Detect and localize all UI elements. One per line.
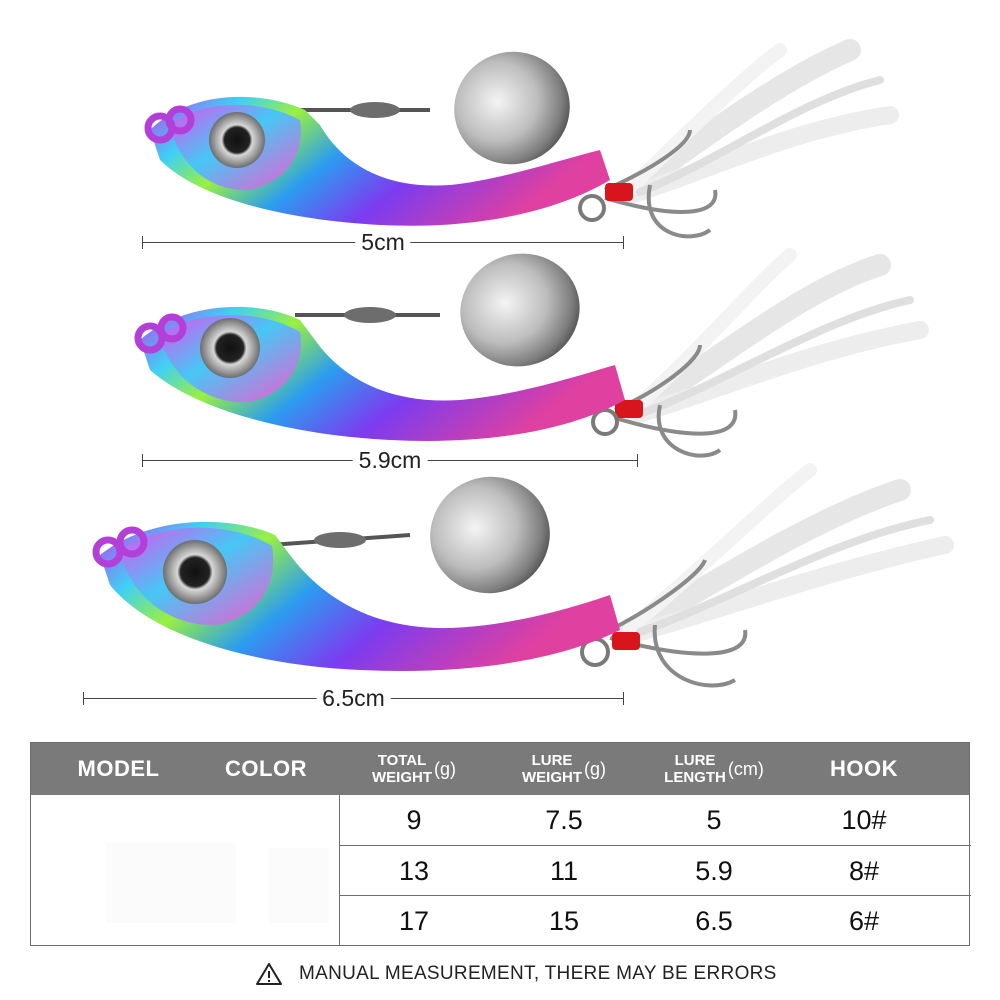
- spinner-blade: [454, 51, 570, 165]
- lure-5cm-image: [144, 39, 899, 239]
- cell-lure-length: 5: [706, 804, 722, 835]
- red-thread: [612, 632, 640, 650]
- table-row: 17 15 6.5 6#: [339, 895, 971, 946]
- length-dimension: 5cm: [142, 229, 624, 256]
- cell-hook: 6#: [848, 905, 880, 936]
- length-dimension: 6.5cm: [83, 685, 624, 712]
- red-thread: [615, 400, 643, 418]
- lure-eye: [209, 112, 265, 168]
- cell-total-weight: 17: [398, 905, 430, 936]
- feather-tail: [619, 463, 954, 644]
- lure-6-5cm-image: [92, 463, 954, 688]
- cell-lure-weight: 7.5: [545, 804, 583, 835]
- feather-tail: [624, 248, 929, 424]
- red-thread: [605, 183, 633, 201]
- cell-total-weight: 13: [398, 855, 430, 886]
- measurement-note: MANUAL MEASUREMENT, THERE MAY BE ERRORS: [255, 960, 777, 988]
- length-label: 5.9cm: [352, 447, 428, 474]
- table-row: 9 7.5 5 10#: [339, 795, 971, 845]
- length-dimension: 5.9cm: [142, 447, 638, 474]
- cell-total-weight: 9: [406, 804, 422, 835]
- warning-triangle-icon: [256, 963, 282, 985]
- table-row: 13 11 5.9 8#: [339, 845, 971, 896]
- length-label: 5cm: [355, 229, 411, 256]
- header-color: COLOR: [225, 756, 307, 781]
- cell-lure-weight: 11: [549, 855, 579, 886]
- note-text: MANUAL MEASUREMENT, THERE MAY BE ERRORS: [299, 963, 777, 984]
- split-ring: [578, 194, 606, 222]
- cell-hook: 8#: [848, 855, 880, 886]
- lure-6-5cm: 6.5cm: [0, 460, 1000, 720]
- table-divider: [339, 795, 340, 945]
- cell-hook: 10#: [841, 804, 887, 835]
- cell-lure-length: 5.9: [695, 855, 733, 886]
- lure-5cm: 5cm: [0, 20, 1000, 260]
- spinner-blade: [430, 476, 550, 594]
- cell-lure-weight: 15: [548, 905, 580, 936]
- lure-eye: [200, 318, 260, 378]
- length-label: 6.5cm: [316, 685, 391, 712]
- split-ring: [591, 408, 619, 436]
- lure-5-9cm-image: [134, 248, 929, 458]
- feather-tail: [619, 39, 899, 204]
- color-image-placeholder: [269, 848, 329, 923]
- lure-5-9cm: 5.9cm: [0, 240, 1000, 480]
- spinner-blade: [460, 253, 580, 367]
- header-hook: HOOK: [830, 756, 898, 781]
- cell-lure-length: 6.5: [695, 905, 733, 936]
- header-model: MODEL: [77, 756, 160, 781]
- lure-eye: [163, 540, 227, 604]
- model-image-placeholder: [106, 843, 236, 923]
